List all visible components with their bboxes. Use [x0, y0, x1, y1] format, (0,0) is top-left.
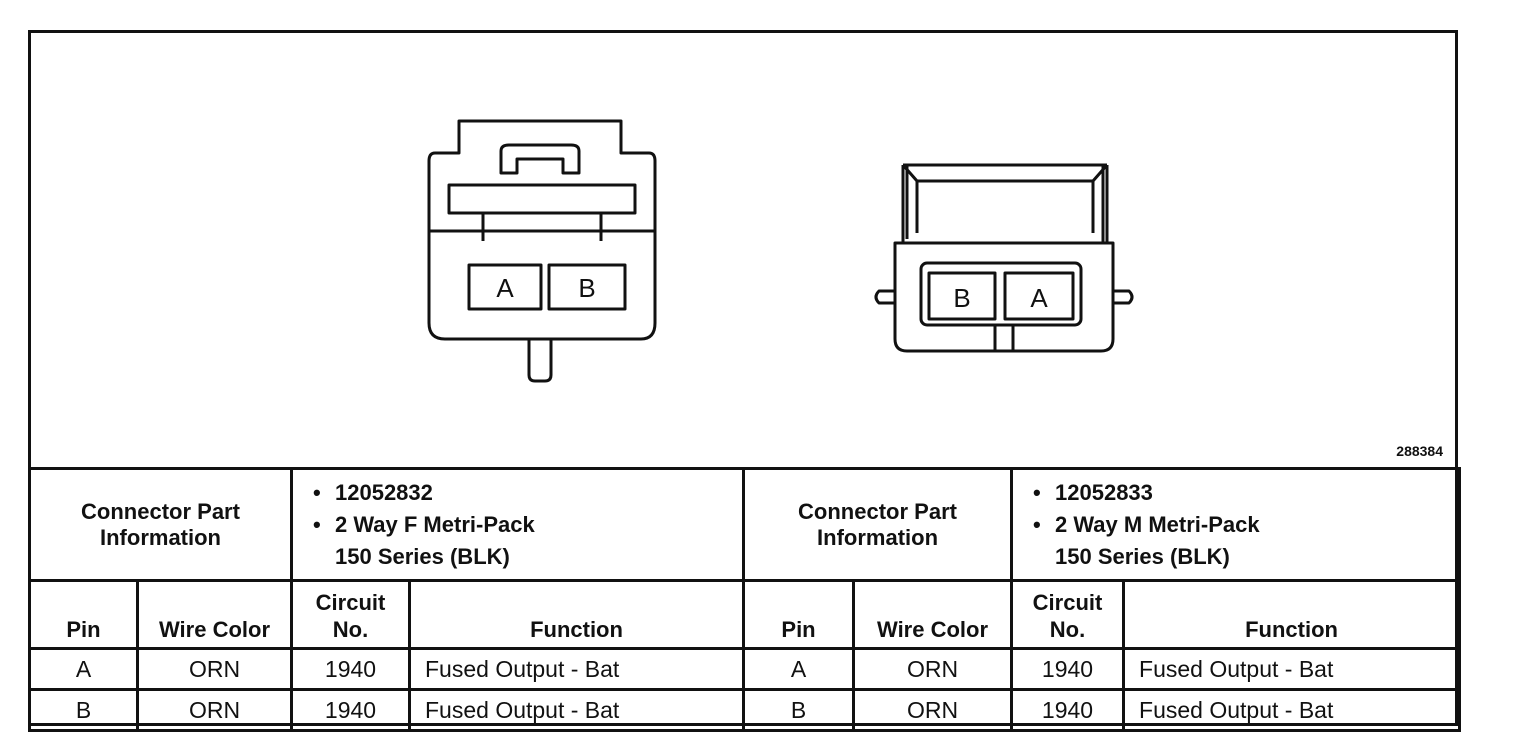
left-wire-color-header: Wire Color	[136, 579, 293, 650]
left-series: 150 Series (BLK)	[335, 543, 510, 569]
left-circuit-header: Circuit No.	[290, 579, 411, 650]
male-connector-drawing	[874, 163, 1134, 353]
figure-number: 288384	[1396, 443, 1443, 459]
right-function-cell: Fused Output - Bat	[1122, 647, 1462, 691]
left-function-header: Function	[407, 579, 746, 650]
left-part-number: 12052832	[335, 479, 433, 505]
right-part-number: 12052833	[1055, 479, 1153, 505]
right-pin-cell: A	[742, 647, 856, 691]
diagram-frame: A B B A 288384 Connector Part Informatio…	[28, 30, 1462, 732]
table-row: B ORN 1940 Fused Output - Bat B ORN 1940…	[28, 688, 1462, 732]
left-wire-color-cell: ORN	[136, 688, 293, 732]
right-wire-color-header: Wire Color	[852, 579, 1014, 650]
right-circuit-cell: 1940	[1010, 647, 1126, 691]
left-pin-cell: B	[28, 688, 139, 732]
right-wire-color-cell: ORN	[852, 647, 1014, 691]
table-row: A ORN 1940 Fused Output - Bat A ORN 1940…	[28, 647, 1462, 691]
right-function-cell: Fused Output - Bat	[1122, 688, 1462, 732]
connector-figure: A B B A 288384	[31, 33, 1455, 469]
right-pin-cell: B	[742, 688, 856, 732]
right-circuit-cell: 1940	[1010, 688, 1126, 732]
female-connector-drawing	[427, 119, 657, 383]
male-pin-b-label: B	[953, 283, 970, 313]
left-info-label: Connector Part Information	[28, 467, 293, 582]
female-pin-a-label: A	[496, 273, 514, 303]
left-function-cell: Fused Output - Bat	[407, 688, 746, 732]
right-description: 2 Way M Metri-Pack	[1055, 511, 1260, 537]
right-info-label: Connector Part Information	[742, 467, 1014, 582]
right-function-header: Function	[1122, 579, 1462, 650]
right-circuit-header: Circuit No.	[1010, 579, 1126, 650]
left-pin-header: Pin	[28, 579, 139, 650]
male-pin-a-label: A	[1030, 283, 1048, 313]
left-pin-cell: A	[28, 647, 139, 691]
part-info-row: Connector Part Information •12052832 •2 …	[28, 467, 1462, 582]
column-header-row: Pin Wire Color Circuit No. Function Pin …	[28, 579, 1462, 650]
right-part-details: •12052833 •2 Way M Metri-Pack 150 Series…	[1010, 467, 1462, 582]
connector-table: Connector Part Information •12052832 •2 …	[28, 467, 1462, 732]
right-series: 150 Series (BLK)	[1055, 543, 1230, 569]
right-wire-color-cell: ORN	[852, 688, 1014, 732]
female-pin-b-label: B	[578, 273, 595, 303]
left-part-details: •12052832 •2 Way F Metri-Pack 150 Series…	[289, 467, 746, 582]
left-circuit-cell: 1940	[290, 688, 411, 732]
right-pin-header: Pin	[742, 579, 856, 650]
left-circuit-cell: 1940	[290, 647, 411, 691]
left-description: 2 Way F Metri-Pack	[335, 511, 535, 537]
left-function-cell: Fused Output - Bat	[407, 647, 746, 691]
left-wire-color-cell: ORN	[136, 647, 293, 691]
